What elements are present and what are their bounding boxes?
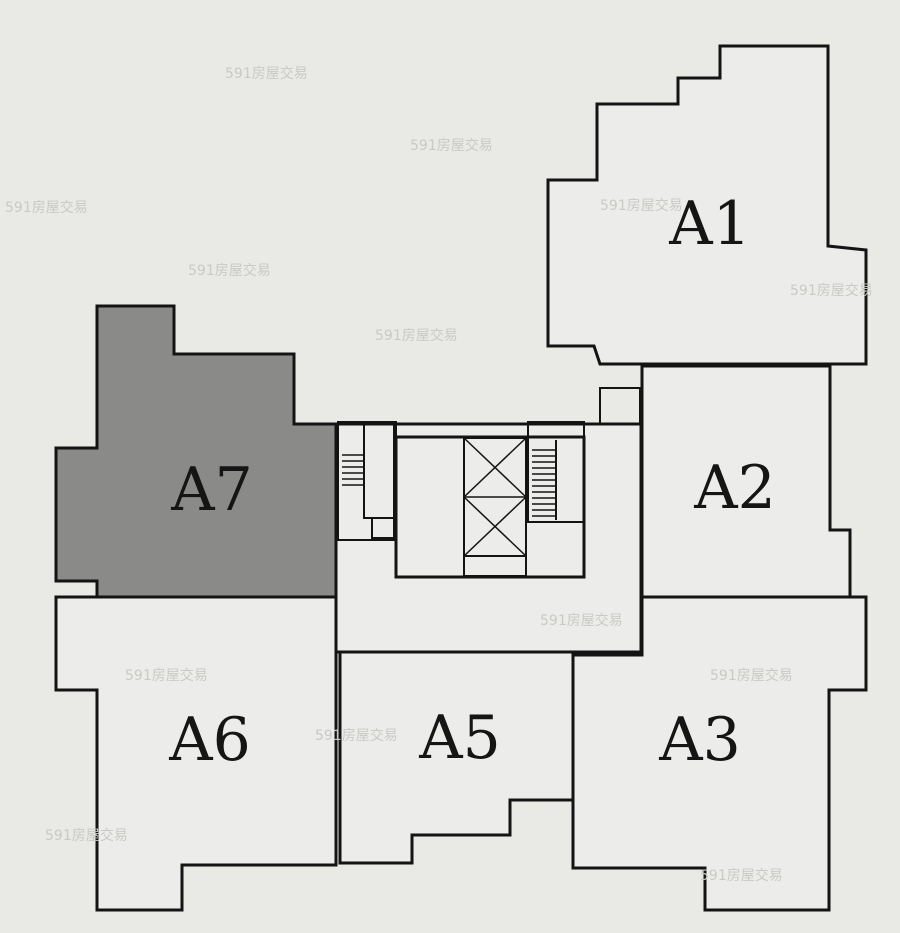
core-box xyxy=(394,435,586,579)
watermark: 591房屋交易 xyxy=(410,137,493,154)
stair-left xyxy=(337,421,397,541)
watermark: 591房屋交易 xyxy=(600,197,683,214)
unit-a3[interactable]: A3 xyxy=(571,595,868,912)
unit-a1[interactable]: A1 xyxy=(546,44,868,366)
unit-a1-label: A1 xyxy=(668,189,751,259)
unit-a7-label: A7 xyxy=(170,455,253,525)
watermark: 591房屋交易 xyxy=(188,262,271,279)
unit-a7[interactable]: A7 xyxy=(54,304,338,599)
unit-a6[interactable]: A6 xyxy=(54,595,338,912)
watermark: 591房屋交易 xyxy=(790,282,873,299)
unit-a3-label: A3 xyxy=(658,705,741,775)
corridor-strip xyxy=(599,387,641,425)
unit-a2[interactable]: A2 xyxy=(640,364,852,599)
watermark: 591房屋交易 xyxy=(225,65,308,82)
unit-a5-label: A5 xyxy=(418,703,501,773)
unit-a5[interactable]: A5 xyxy=(338,650,575,865)
elevator-shaft xyxy=(463,437,527,577)
watermark: 591房屋交易 xyxy=(5,199,88,216)
watermark: 591房屋交易 xyxy=(125,667,208,684)
watermark: 591房屋交易 xyxy=(45,827,128,844)
unit-a2-label: A2 xyxy=(693,453,776,523)
watermark: 591房屋交易 xyxy=(710,667,793,684)
watermark: 591房屋交易 xyxy=(375,327,458,344)
unit-a6-label: A6 xyxy=(168,705,251,775)
watermark: 591房屋交易 xyxy=(315,727,398,744)
watermark: 591房屋交易 xyxy=(540,612,623,629)
watermark: 591房屋交易 xyxy=(700,867,783,884)
watermarks: 591房屋交易 591房屋交易 591房屋交易 591房屋交易 591房屋交易 … xyxy=(5,65,873,884)
stair-right xyxy=(527,421,585,523)
